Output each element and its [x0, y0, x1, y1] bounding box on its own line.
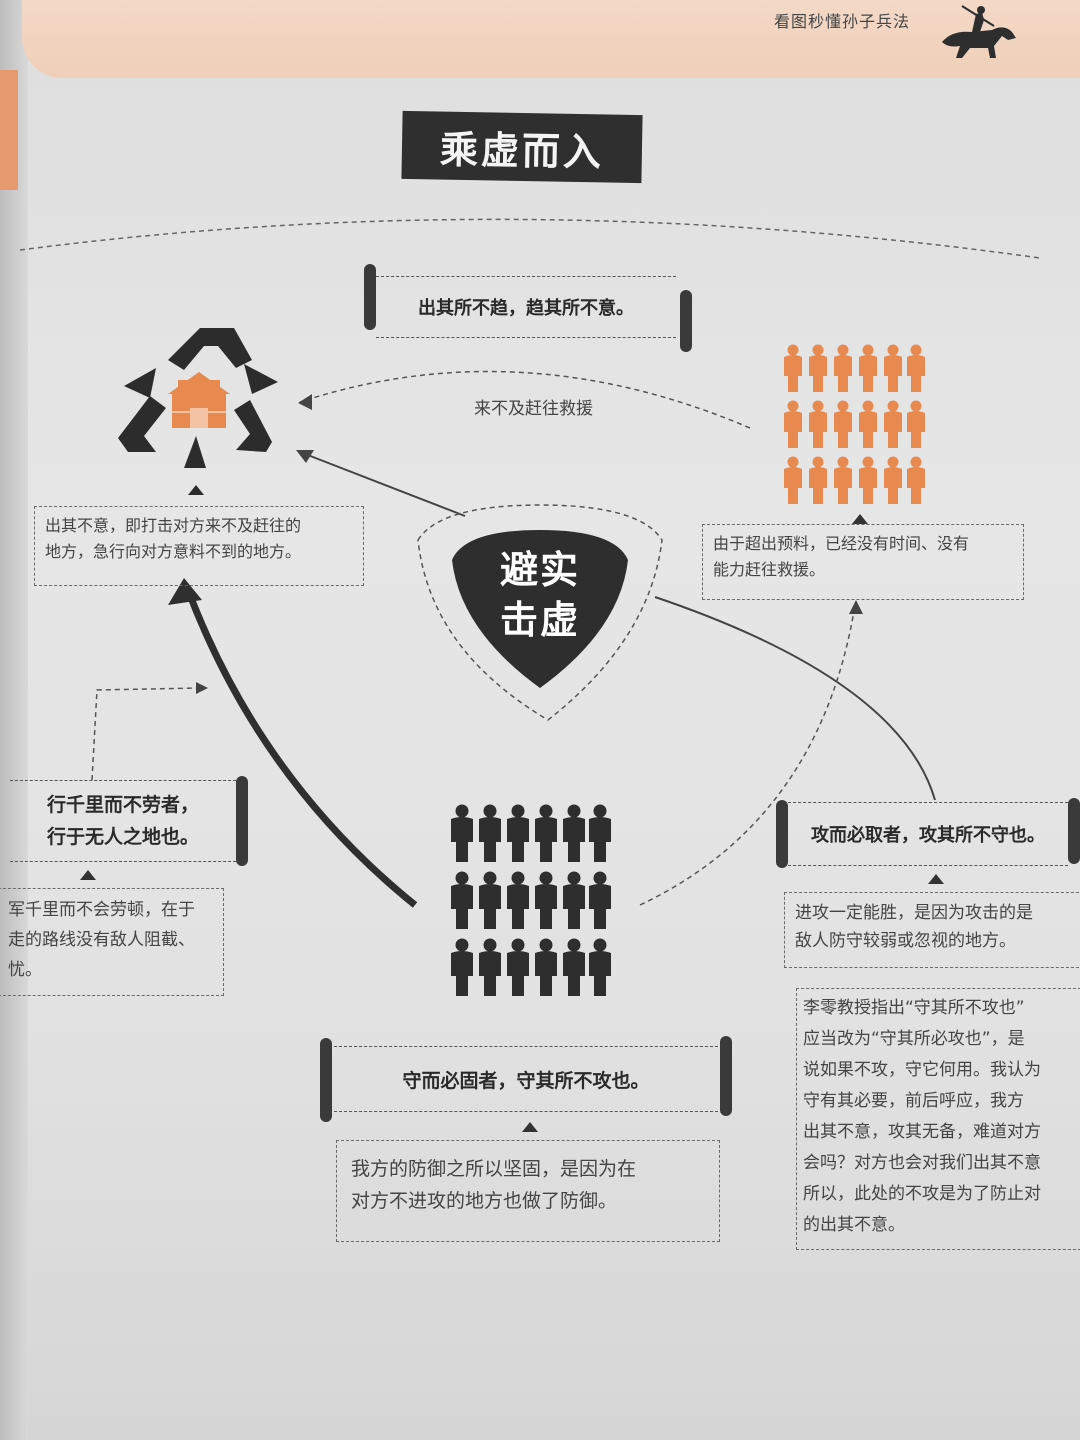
troops-to-enemy-dashed	[639, 604, 856, 906]
center-line-1: 避实	[499, 548, 580, 592]
enemy-troops-icon	[784, 344, 925, 504]
top-quote: 出其所不趋，趋其所不意。	[376, 276, 676, 338]
left-quote: 行千里而不劳者， 行于无人之地也。	[10, 780, 236, 862]
note-left-top: 出其不意，即打击对方来不及赶往的 地方，急行向对方意料不到的地方。	[34, 506, 364, 586]
rescue-label: 来不及赶往救援	[474, 399, 593, 419]
center-shield	[452, 530, 628, 688]
bottom-quote: 守而必固者，守其所不攻也。	[334, 1046, 718, 1112]
center-to-fortress-arrow	[299, 451, 466, 517]
pointer-left-note	[80, 870, 96, 880]
center-label: 避实 击虚	[478, 545, 602, 645]
rescue-arrow-head	[298, 394, 312, 410]
rescue-dashed-arrow	[299, 370, 751, 429]
main-attack-arrow	[184, 588, 418, 908]
center-to-right-line	[654, 596, 936, 801]
scroll-rod-left	[364, 264, 376, 330]
pointer-right-note	[928, 874, 944, 884]
right-quote-rod-2	[1068, 798, 1080, 864]
bottom-quote-rod-right	[720, 1036, 732, 1116]
book-spine	[0, 0, 28, 1440]
running-head: 看图秒懂孙子兵法	[773, 12, 910, 31]
center-shield-outline	[417, 504, 663, 721]
note-bottom: 我方的防御之所以坚固，是因为在 对方不进攻的地方也做了防御。	[336, 1140, 720, 1242]
center-line-2: 击虚	[499, 598, 580, 642]
bottom-quote-rod-left	[320, 1038, 332, 1122]
right-quote-rod	[776, 800, 788, 868]
center-arrow-head	[296, 450, 314, 463]
right-quote: 攻而必取者，攻其所不守也。	[788, 802, 1068, 866]
fortress-icon	[118, 328, 278, 495]
header-band	[22, 0, 1080, 78]
pointer-right-top	[852, 514, 868, 524]
note-right-top: 由于超出预料，已经没有时间、没有 能力赶往救援。	[702, 524, 1024, 600]
left-quote-rod	[236, 776, 248, 866]
note-right: 进攻一定能胜，是因为攻击的是 敌人防守较弱或忽视的地方。	[784, 892, 1080, 968]
spine-edge-accent	[0, 70, 18, 190]
title-divider	[19, 218, 1041, 259]
pointer-bottom-note	[522, 1122, 538, 1132]
commentary-note: 李零教授指出“守其所不攻也” 应当改为“守其所必攻也”，是 说如果不攻，守它何用…	[796, 988, 1080, 1250]
horse-rider-icon	[942, 5, 1016, 58]
own-troops-icon	[451, 804, 611, 996]
left-quote-connector	[91, 687, 201, 781]
note-left: 军千里而不会劳顿，在于 走的路线没有敌人阻截、 忧。	[0, 888, 224, 996]
scroll-rod-right	[680, 290, 692, 352]
main-attack-arrow-head	[168, 578, 202, 605]
